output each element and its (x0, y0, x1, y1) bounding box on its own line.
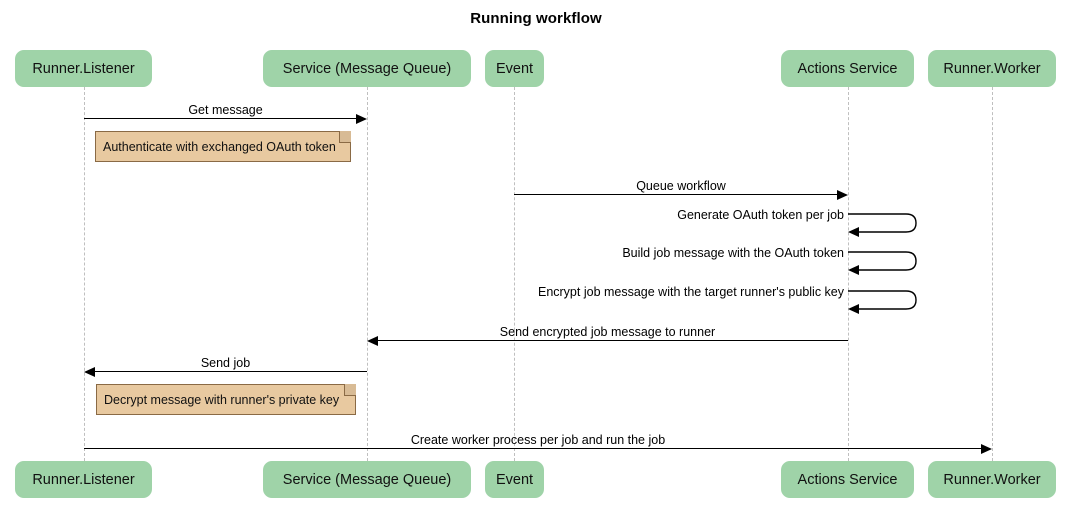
message-label-build-job-message-with-the-oauth-token: Build job message with the OAuth token (622, 246, 844, 260)
participant-label: Runner.Listener (32, 471, 135, 488)
message-line-send-encrypted-job-message-to-runner (378, 340, 848, 341)
note-fold-corner-icon (344, 384, 356, 396)
diagram-title: Running workflow (470, 10, 602, 27)
arrowhead-create-worker-process-per-job-and-run-the-job (981, 443, 992, 454)
lifeline-runner-listener (84, 87, 85, 461)
participant-label: Actions Service (797, 60, 898, 77)
message-label-queue-workflow: Queue workflow (636, 179, 726, 193)
message-label-get-message: Get message (188, 103, 263, 117)
participant-header-actions-service[interactable]: Actions Service (781, 50, 914, 87)
participant-header-event[interactable]: Event (485, 50, 544, 87)
participant-label: Service (Message Queue) (282, 471, 452, 488)
arrowhead-send-job (84, 366, 95, 377)
note-text: Decrypt message with runner's private ke… (104, 392, 340, 407)
arrowhead-queue-workflow (837, 189, 848, 200)
participant-header-service-message-queue[interactable]: Service (Message Queue) (263, 50, 471, 87)
message-label-generate-oauth-token-per-job: Generate OAuth token per job (677, 208, 844, 222)
message-label-send-job: Send job (200, 356, 251, 370)
participant-header-runner-listener[interactable]: Runner.Listener (15, 50, 152, 87)
participant-label: Runner.Worker (943, 471, 1041, 488)
note-authenticate: Authenticate with exchanged OAuth token (95, 131, 351, 162)
participant-footer-service-message-queue[interactable]: Service (Message Queue) (263, 461, 471, 498)
self-message-build-job-message-with-the-oauth-token (848, 246, 928, 282)
lifeline-actions-service (848, 87, 849, 461)
participant-label: Event (495, 60, 534, 77)
lifeline-service-message-queue (367, 87, 368, 461)
lifeline-event (514, 87, 515, 461)
note-decrypt: Decrypt message with runner's private ke… (96, 384, 356, 415)
participant-label: Runner.Worker (943, 60, 1041, 77)
participant-footer-event[interactable]: Event (485, 461, 544, 498)
note-text: Authenticate with exchanged OAuth token (103, 139, 336, 154)
participant-footer-runner-worker[interactable]: Runner.Worker (928, 461, 1056, 498)
participant-header-runner-worker[interactable]: Runner.Worker (928, 50, 1056, 87)
participant-label: Event (495, 471, 534, 488)
self-message-encrypt-job-message-with-the-target-runners-public-key (848, 285, 928, 321)
arrowhead-get-message (356, 113, 367, 124)
participant-label: Actions Service (797, 471, 898, 488)
participant-label: Service (Message Queue) (282, 60, 452, 77)
message-label-encrypt-job-message-with-the-target-runners-public-key: Encrypt job message with the target runn… (537, 285, 844, 299)
message-line-get-message (84, 118, 356, 119)
participant-label: Runner.Listener (32, 60, 135, 77)
participant-footer-actions-service[interactable]: Actions Service (781, 461, 914, 498)
message-line-create-worker-process-per-job-and-run-the-job (84, 448, 981, 449)
arrowhead-send-encrypted-job-message-to-runner (367, 335, 378, 346)
participant-footer-runner-listener[interactable]: Runner.Listener (15, 461, 152, 498)
message-label-send-encrypted-job-message-to-runner: Send encrypted job message to runner (499, 325, 716, 339)
message-line-send-job (95, 371, 367, 372)
message-label-create-worker-process-per-job-and-run-the-job: Create worker process per job and run th… (410, 433, 666, 447)
message-line-queue-workflow (514, 194, 837, 195)
note-fold-corner-icon (339, 131, 351, 143)
lifeline-runner-worker (992, 87, 993, 461)
self-message-generate-oauth-token-per-job (848, 208, 928, 244)
